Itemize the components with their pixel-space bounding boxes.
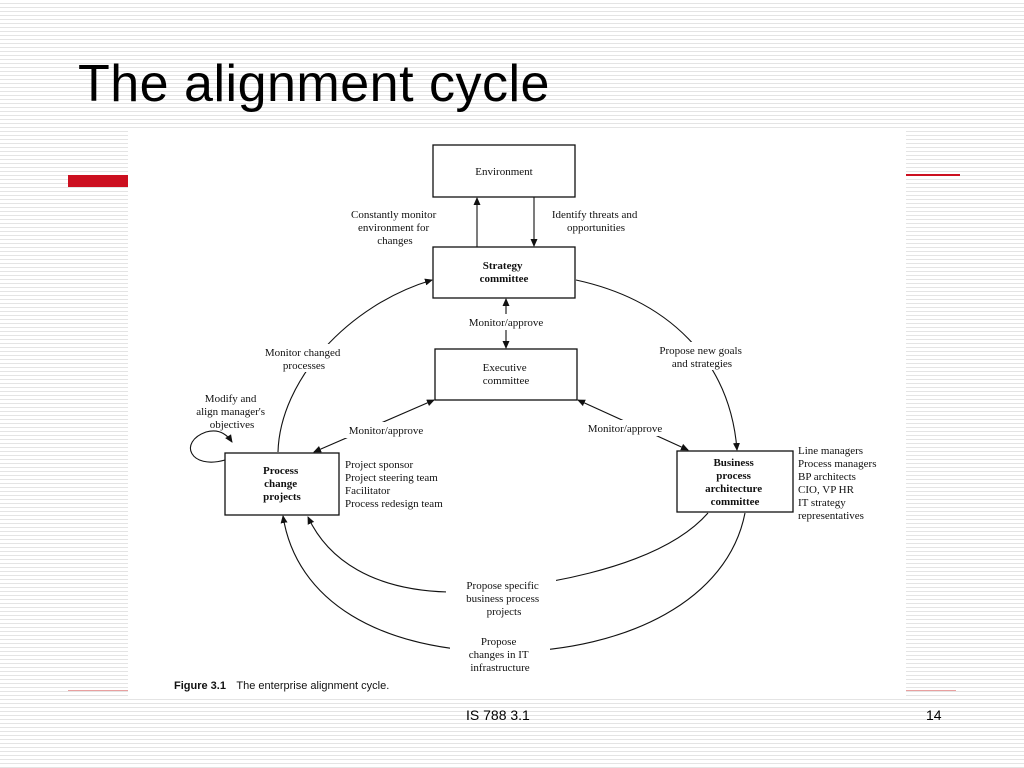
strategy-committee-label: Strategy committee — [480, 260, 529, 285]
label-identify-threats: Identify threats and opportunities — [552, 209, 640, 234]
process-change-projects-box — [224, 452, 340, 516]
footer-page-number: 14 — [926, 707, 942, 723]
bpa-members-list: Line managers Process managers BP archit… — [798, 445, 879, 522]
label-propose-it-changes: Propose changes in IT infrastructure — [469, 636, 531, 674]
figure-panel: Environment Strategy committee Executive… — [128, 130, 906, 698]
label-constantly-monitor: Constantly monitor environment for chang… — [351, 209, 439, 247]
arrow-strategy-to-bpa — [575, 279, 740, 451]
footer-accent-line-left — [68, 690, 128, 691]
label-monitor-approve-top: Monitor/approve — [469, 317, 544, 329]
label-propose-new-goals: Propose new goals and strategies — [659, 345, 744, 370]
footer-course-code: IS 788 3.1 — [466, 707, 530, 723]
process-roles-list: Project sponsor Project steering team Fa… — [345, 459, 443, 510]
figure-caption: Figure 3.1 The enterprise alignment cycl… — [174, 676, 389, 693]
environment-box — [432, 144, 576, 198]
slide-title: The alignment cycle — [78, 55, 550, 113]
alignment-cycle-diagram: Environment Strategy committee Executive… — [174, 144, 879, 693]
label-propose-specific-projects: Propose specific business process projec… — [466, 580, 542, 618]
title-accent-line — [906, 174, 960, 176]
process-change-projects-label: Process change projects — [263, 465, 302, 503]
label-monitor-changed-processes: Monitor changed processes — [265, 347, 343, 372]
bpa-committee-label: Business process architecture committee — [705, 457, 765, 508]
environment-label: Environment — [475, 166, 532, 178]
title-accent-bar — [68, 175, 130, 187]
executive-committee-label: Executive committee — [483, 362, 530, 387]
arrow-self-loop-process — [189, 430, 233, 463]
bpa-committee-box — [676, 450, 794, 513]
executive-committee-box — [434, 348, 578, 401]
footer-accent-line-right — [906, 690, 956, 691]
label-modify-align: Modify and align manager's objectives — [196, 393, 268, 431]
strategy-committee-box — [432, 246, 576, 299]
label-monitor-approve-right: Monitor/approve — [588, 423, 663, 435]
label-monitor-approve-left: Monitor/approve — [349, 425, 424, 437]
